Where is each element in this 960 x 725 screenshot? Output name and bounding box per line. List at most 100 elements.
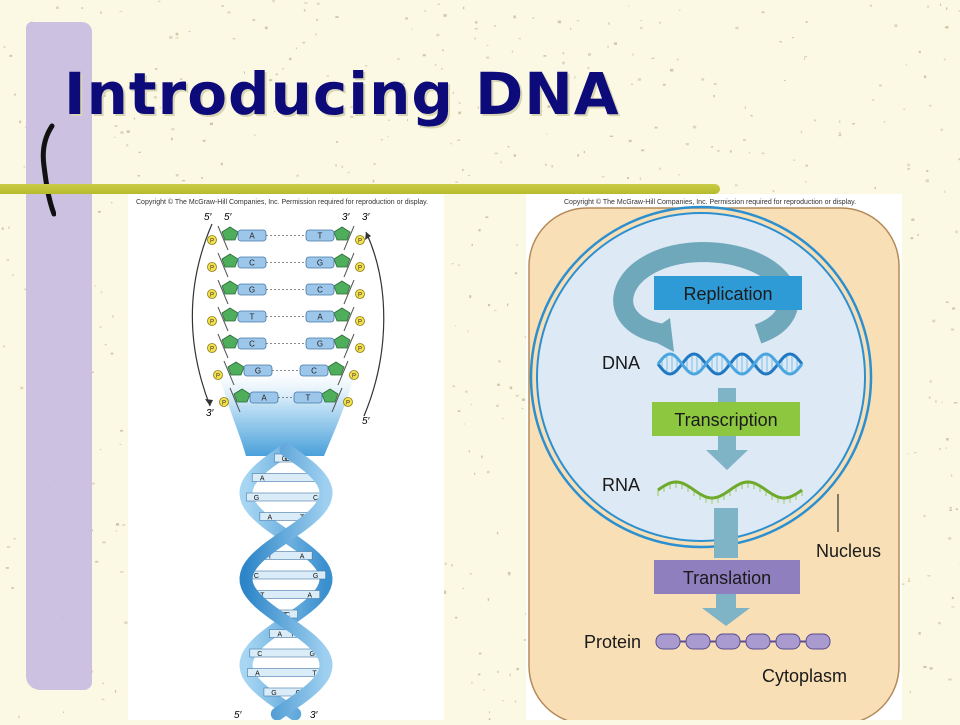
speckle <box>24 166 26 167</box>
speckle <box>487 45 489 46</box>
speckle <box>814 120 816 122</box>
speckle <box>494 25 496 26</box>
base-letter: A <box>307 593 312 600</box>
speckle <box>221 163 223 166</box>
speckle <box>116 523 119 526</box>
speckle <box>221 5 224 6</box>
base-letter: C <box>317 286 323 295</box>
speckle <box>253 19 256 21</box>
speckle <box>19 121 21 124</box>
speckle <box>930 380 932 382</box>
base-letter: C <box>249 340 255 349</box>
speckle <box>588 53 591 56</box>
speckle <box>919 632 921 635</box>
end-label: 5′ <box>224 212 233 223</box>
speckle <box>99 327 102 328</box>
speckle <box>92 483 95 485</box>
speckle <box>508 574 511 575</box>
speckle <box>485 216 488 218</box>
speckle <box>472 244 474 246</box>
speckle <box>502 418 503 420</box>
speckle <box>749 152 750 153</box>
speckle <box>951 474 952 476</box>
speckle <box>640 20 642 21</box>
speckle <box>551 165 553 168</box>
central-dogma-figure: Copyright © The McGraw-Hill Companies, I… <box>526 194 902 720</box>
speckle <box>387 136 388 137</box>
speckle <box>423 54 426 56</box>
speckle <box>938 622 941 624</box>
phosphate-label: P <box>210 293 214 299</box>
end-label: 3′ <box>206 408 215 419</box>
speckle <box>949 509 952 511</box>
amino-acid <box>746 634 770 649</box>
speckle <box>839 120 840 123</box>
speckle <box>610 136 613 137</box>
base-letter: A <box>261 394 267 403</box>
speckle <box>468 175 470 176</box>
speckle <box>105 344 107 345</box>
end-label: 3′ <box>342 212 351 223</box>
speckle <box>158 1 161 2</box>
copyright-notice: Copyright © The McGraw-Hill Companies, I… <box>136 199 428 206</box>
base-letter: A <box>255 671 260 678</box>
speckle <box>932 320 935 323</box>
phosphate-label: P <box>210 320 214 326</box>
speckle <box>558 21 561 24</box>
speckle <box>584 151 585 153</box>
speckle <box>182 180 185 181</box>
speckle <box>952 597 954 599</box>
speckle <box>497 671 498 673</box>
speckle <box>171 128 174 130</box>
speckle <box>498 360 501 362</box>
phosphate-label: P <box>352 374 356 380</box>
speckle <box>175 37 178 38</box>
speckle <box>577 154 579 156</box>
speckle <box>228 11 231 13</box>
speckle <box>510 674 511 677</box>
speckle <box>452 263 454 264</box>
transcription-label: Transcription <box>674 410 777 430</box>
dna-structure-figure: Copyright © The McGraw-Hill Companies, I… <box>128 194 444 720</box>
base-letter: T <box>318 232 323 241</box>
speckle <box>946 447 947 449</box>
speckle <box>602 176 605 177</box>
base-letter: T <box>306 394 311 403</box>
speckle <box>475 28 478 29</box>
speckle <box>495 153 498 155</box>
speckle <box>100 12 101 14</box>
speckle <box>730 150 732 152</box>
speckle <box>474 473 475 475</box>
base-letter: A <box>260 476 265 483</box>
speckle <box>907 453 908 454</box>
speckle <box>577 20 580 21</box>
speckle <box>894 24 897 27</box>
base-letter: G <box>254 495 259 502</box>
end-label: 3′ <box>310 710 319 720</box>
base-letter: C <box>257 651 262 658</box>
speckle <box>640 27 643 29</box>
speckle <box>444 14 447 17</box>
speckle <box>917 234 919 236</box>
speckle <box>455 325 456 326</box>
right-strand-direction-arrow <box>364 232 384 416</box>
speckle <box>126 144 128 146</box>
sugar <box>222 227 238 240</box>
speckle <box>12 274 13 276</box>
speckle <box>138 175 140 177</box>
speckle <box>9 55 12 57</box>
speckle <box>335 164 337 166</box>
speckle <box>516 244 518 245</box>
speckle <box>522 408 524 409</box>
speckle <box>436 34 439 36</box>
speckle <box>114 137 116 138</box>
sugar <box>334 335 350 348</box>
phosphate-label: P <box>210 266 214 272</box>
phosphate-label: P <box>222 401 226 407</box>
speckle <box>451 564 453 566</box>
speckle <box>11 587 14 589</box>
speckle <box>405 18 408 20</box>
speckle <box>463 7 464 10</box>
speckle <box>926 170 928 172</box>
speckle <box>806 21 808 23</box>
